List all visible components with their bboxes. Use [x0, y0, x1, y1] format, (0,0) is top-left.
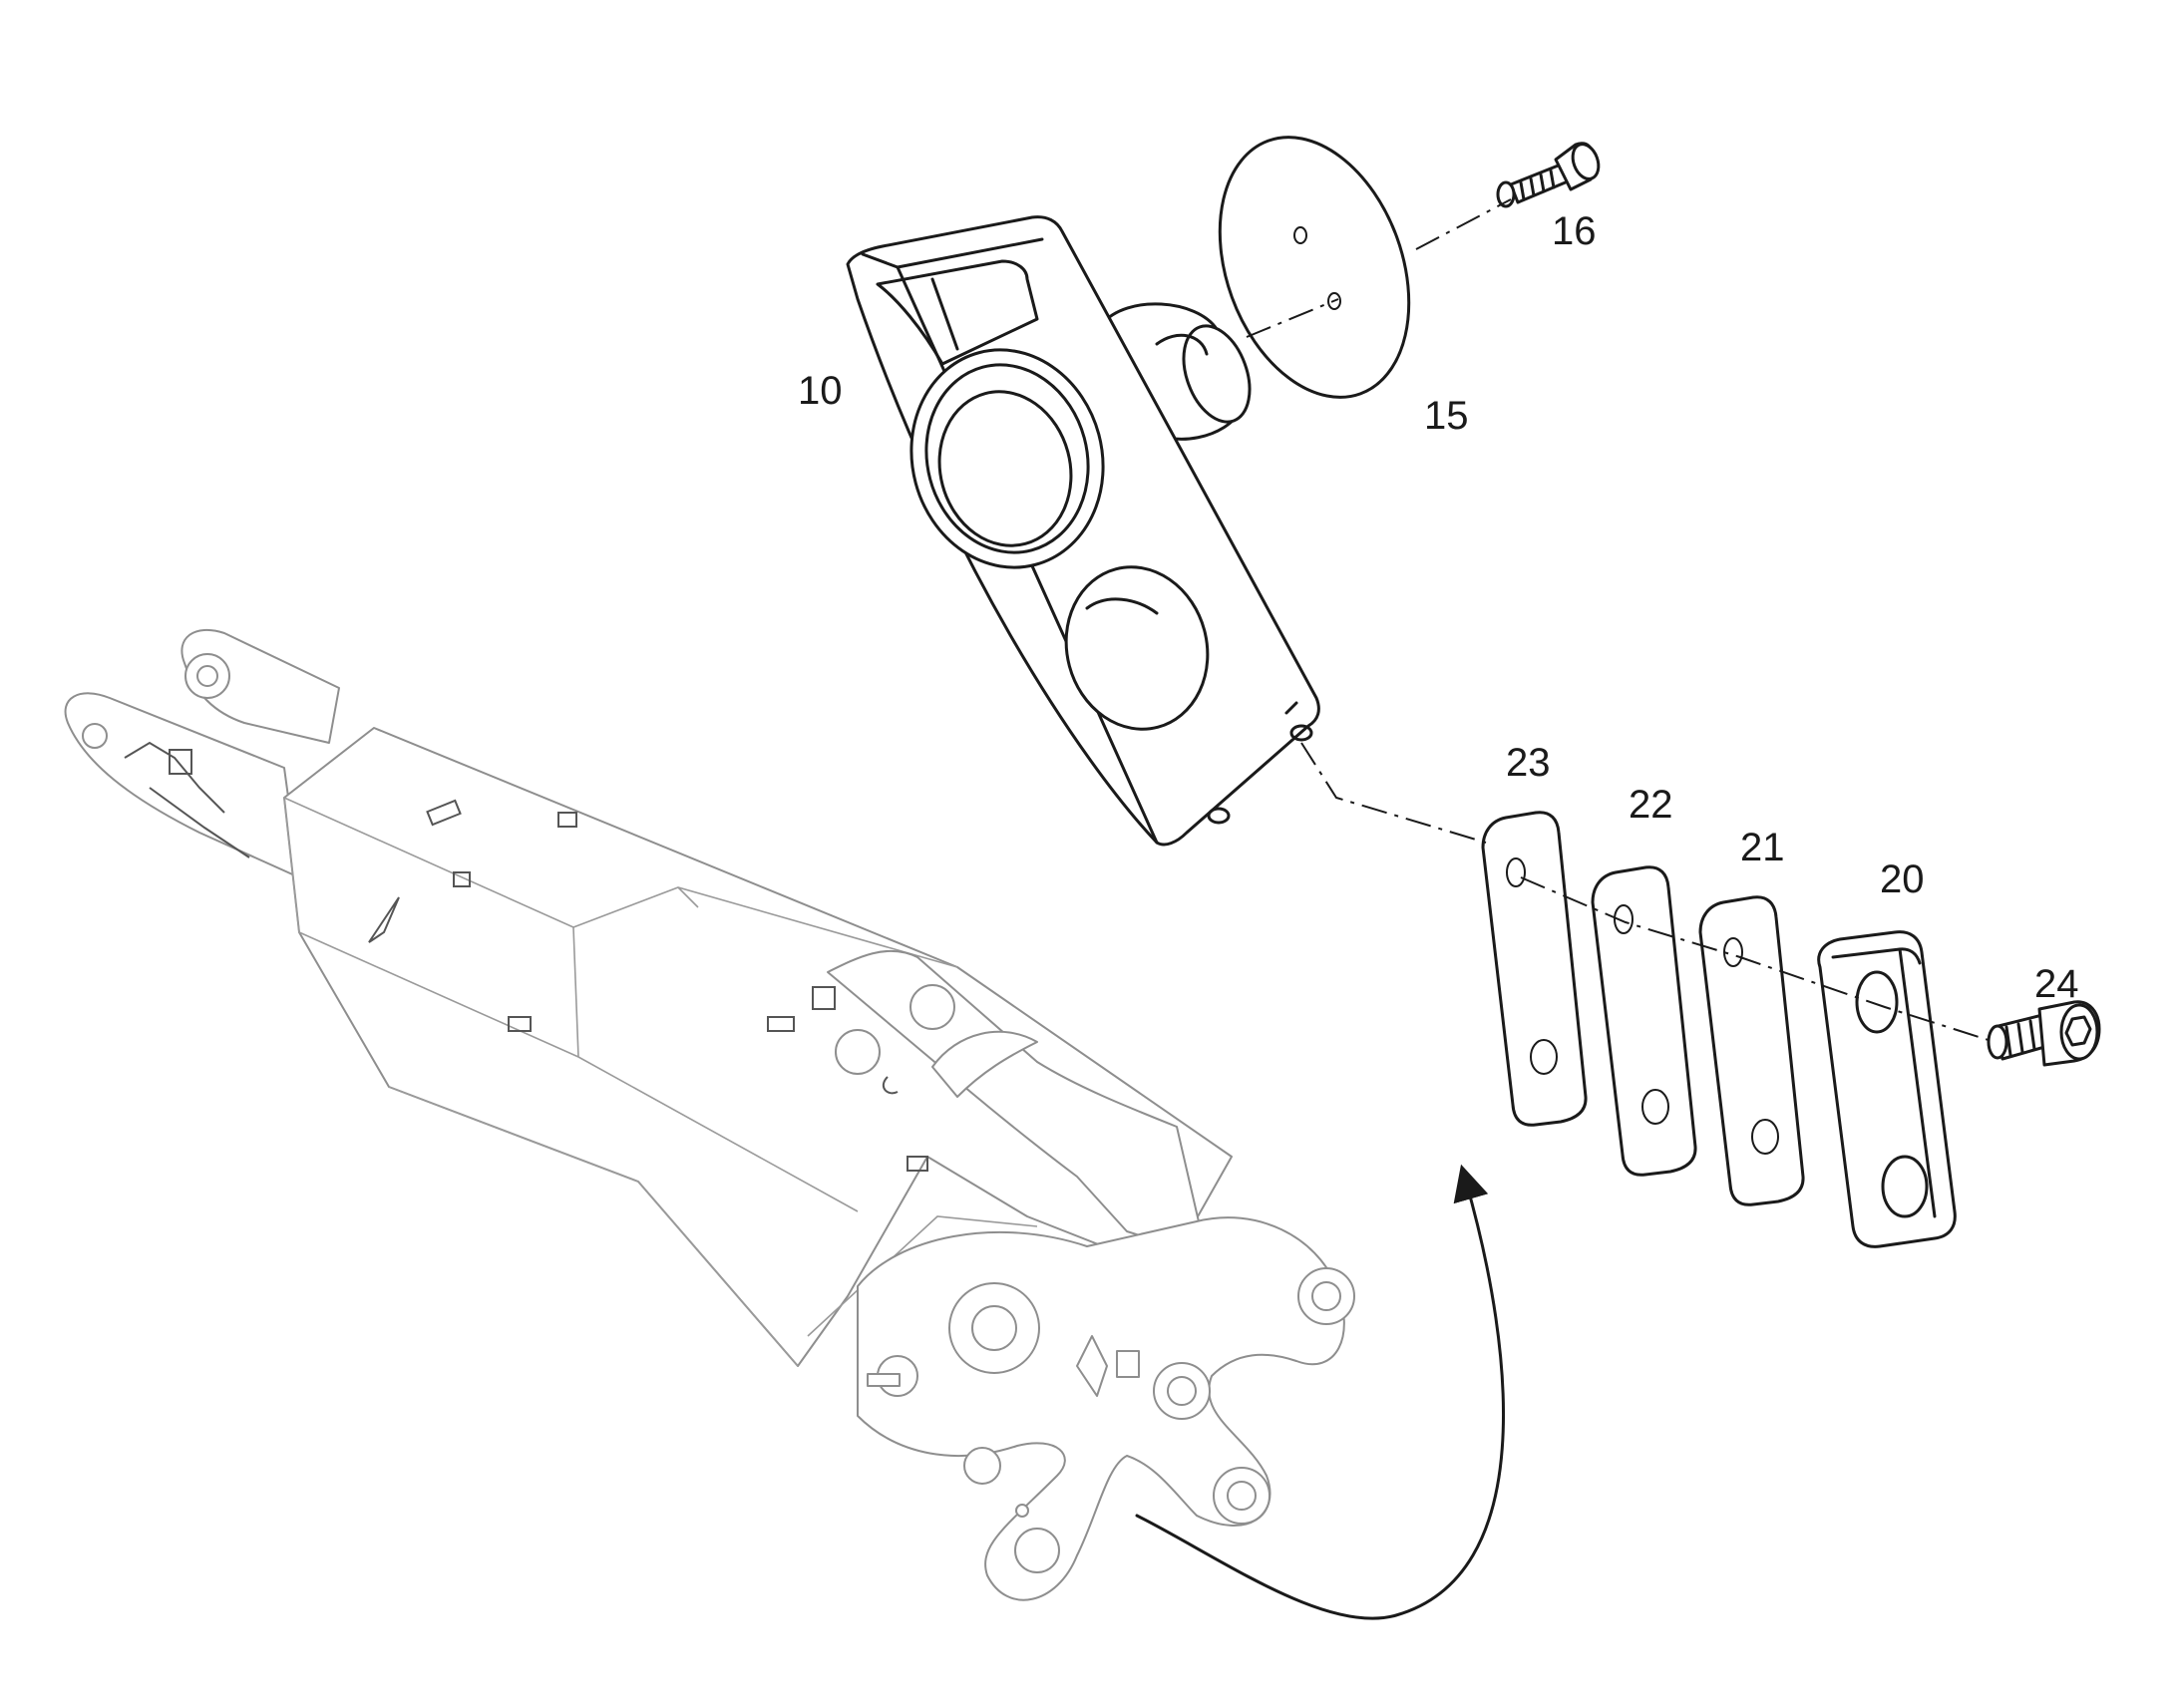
callout-15: 15 — [1424, 394, 1469, 438]
callout-23: 23 — [1506, 741, 1551, 785]
assembly-center-lines — [1246, 198, 1996, 1043]
callout-20: 20 — [1880, 857, 1925, 901]
location-arrow — [1135, 1164, 1505, 1620]
callout-16: 16 — [1552, 209, 1597, 253]
boom-arm-context — [64, 628, 1355, 1601]
callout-22: 22 — [1629, 783, 1673, 827]
callout-labels: 10 15 16 20 21 22 23 24 — [798, 209, 2079, 1006]
callout-10: 10 — [798, 369, 843, 413]
block-part-20 — [1817, 930, 1957, 1248]
bolt-part-24 — [1987, 1000, 2101, 1067]
callout-24: 24 — [2034, 962, 2079, 1006]
bracket-part-10 — [846, 215, 1320, 847]
plate-part-23 — [1481, 811, 1588, 1127]
callout-21: 21 — [1740, 826, 1785, 869]
plate-part-21 — [1698, 895, 1805, 1206]
plate-part-22 — [1591, 865, 1697, 1177]
disc-part-15 — [1218, 136, 1411, 399]
bolt-part-16 — [1496, 142, 1601, 208]
